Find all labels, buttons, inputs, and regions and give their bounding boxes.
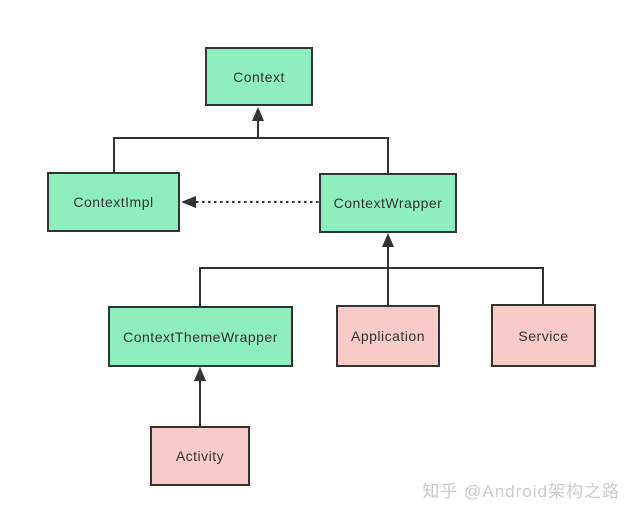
node-contextimpl-label: ContextImpl (73, 194, 154, 210)
node-activity-label: Activity (175, 448, 225, 464)
edge-children-to-contextwrapper (199, 233, 544, 307)
arrowhead-up-contextthemewrapper (194, 367, 206, 381)
node-contextimpl: ContextImpl (47, 172, 180, 232)
edge-contextwrapper-to-contextimpl-dashed (181, 196, 319, 208)
node-context: Context (205, 47, 313, 106)
arrowhead-up-contextwrapper (382, 233, 394, 247)
node-application: Application (336, 305, 440, 367)
node-contextthemewrapper-label: ContextThemeWrapper (123, 328, 278, 345)
node-context-label: Context (233, 68, 285, 85)
arrowhead-left-contextimpl (181, 196, 196, 208)
arrowhead-up-context (252, 107, 264, 121)
node-service: Service (491, 304, 596, 367)
node-service-label: Service (518, 327, 569, 344)
edge-activity-to-contextthemewrapper (194, 367, 206, 427)
node-contextwrapper-label: ContextWrapper (333, 195, 443, 211)
node-contextwrapper: ContextWrapper (319, 173, 457, 233)
node-application-label: Application (351, 328, 425, 344)
node-contextthemewrapper: ContextThemeWrapper (108, 306, 293, 367)
zhihu-watermark: 知乎 @Android架构之路 (422, 482, 620, 501)
edge-children-to-context (113, 107, 389, 174)
node-activity: Activity (150, 426, 250, 486)
